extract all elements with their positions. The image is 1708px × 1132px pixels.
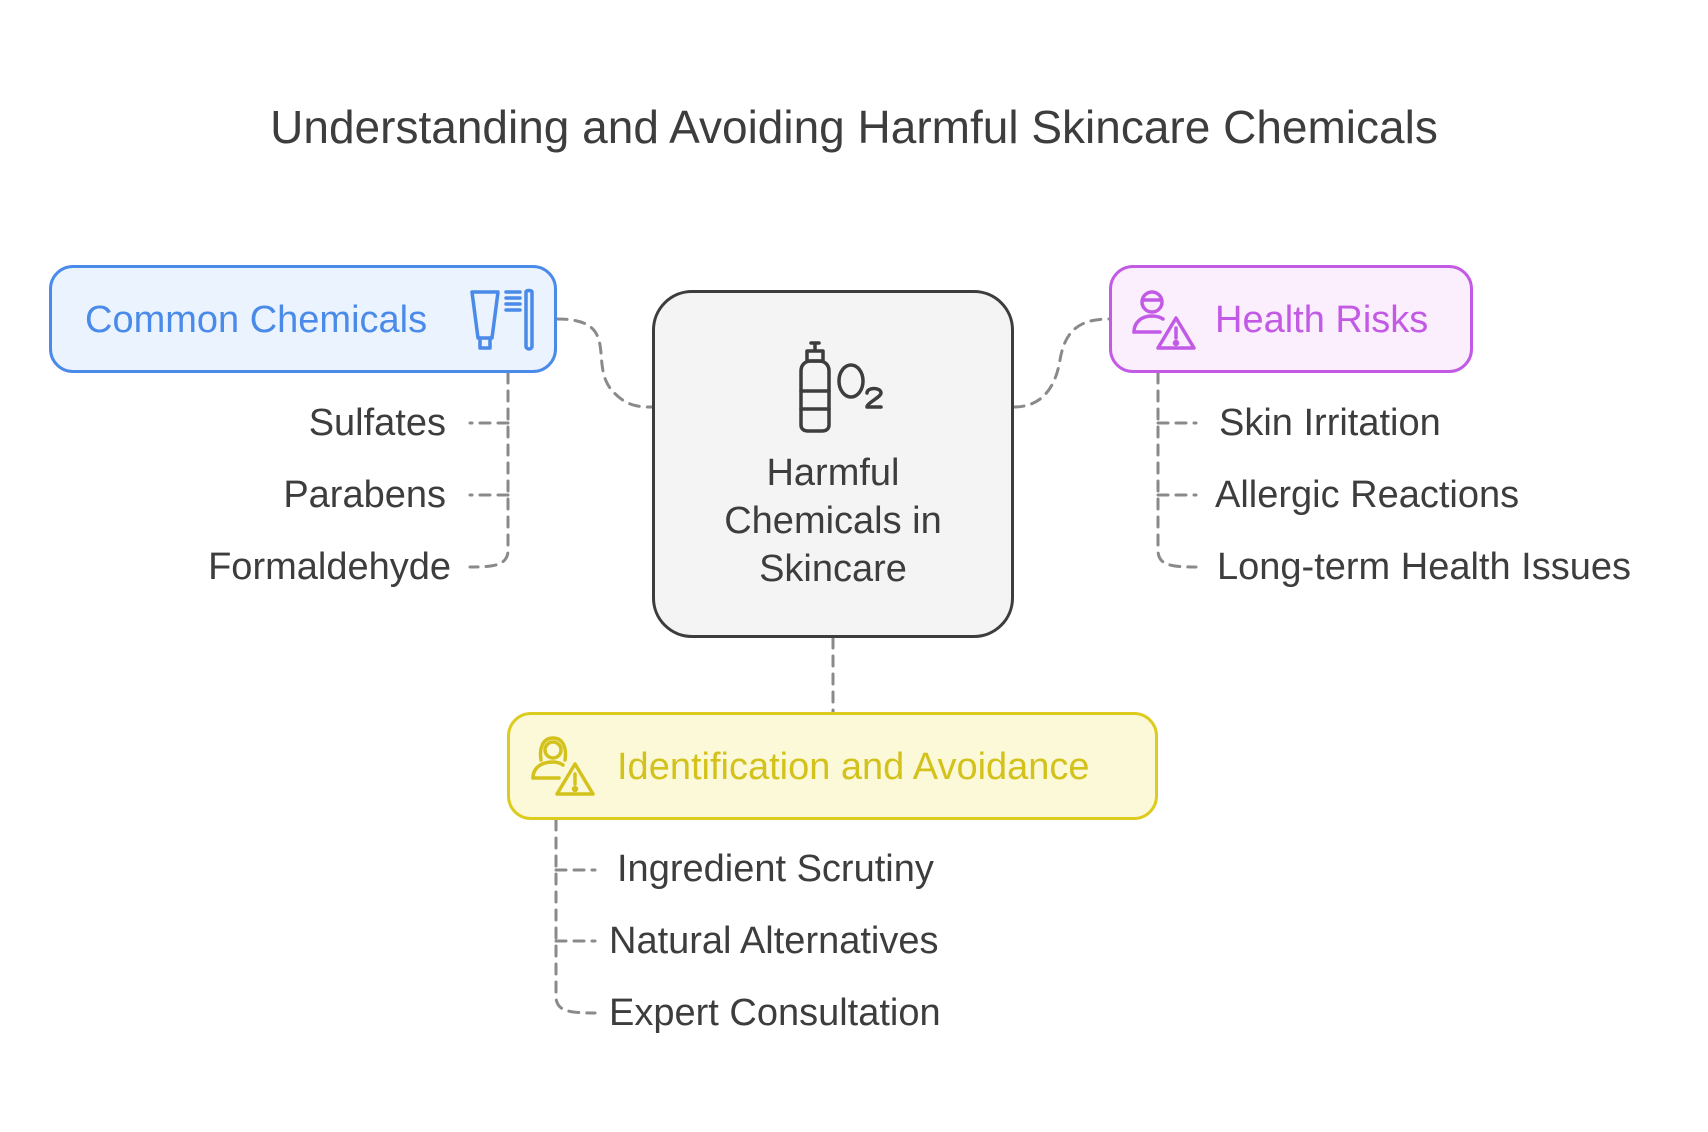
tube-and-toothbrush-icon bbox=[470, 288, 534, 351]
center-label-line: Harmful bbox=[766, 452, 900, 494]
spine-common bbox=[468, 371, 510, 569]
center-label-line: Chemicals in bbox=[724, 500, 942, 542]
connector-center-to-health bbox=[1012, 317, 1111, 409]
health-risk-item: Long-term Health Issues bbox=[1217, 546, 1631, 588]
center-node: Harmful Chemicals in Skincare bbox=[652, 290, 1014, 638]
identification-item: Natural Alternatives bbox=[609, 920, 939, 962]
health-risk-item: Skin Irritation bbox=[1219, 402, 1441, 444]
center-label-line: Skincare bbox=[759, 548, 907, 590]
spine-health bbox=[1156, 371, 1198, 569]
center-label: Harmful Chemicals in Skincare bbox=[655, 449, 1011, 593]
common-chemical-item: Parabens bbox=[283, 474, 446, 516]
connector-center-to-common bbox=[555, 317, 654, 409]
common-chemical-item: Sulfates bbox=[308, 402, 446, 444]
health-risks-label: Health Risks bbox=[1215, 299, 1429, 341]
person-warning-icon bbox=[1132, 290, 1196, 350]
health-risk-item: Allergic Reactions bbox=[1215, 474, 1520, 516]
common-chemicals-label: Common Chemicals bbox=[85, 299, 428, 341]
common-chemicals-node bbox=[49, 265, 557, 373]
diagram-title: Understanding and Avoiding Harmful Skinc… bbox=[270, 101, 1438, 153]
identification-item: Expert Consultation bbox=[609, 992, 941, 1034]
identification-node bbox=[507, 712, 1158, 820]
common-chemical-item: Formaldehyde bbox=[208, 546, 451, 588]
identification-label: Identification and Avoidance bbox=[617, 746, 1090, 788]
spine-identification bbox=[554, 818, 597, 1015]
woman-warning-icon bbox=[531, 736, 595, 796]
health-risks-node bbox=[1109, 265, 1473, 373]
lotion-bottle-o2-icon bbox=[799, 341, 883, 433]
identification-item: Ingredient Scrutiny bbox=[617, 848, 934, 890]
